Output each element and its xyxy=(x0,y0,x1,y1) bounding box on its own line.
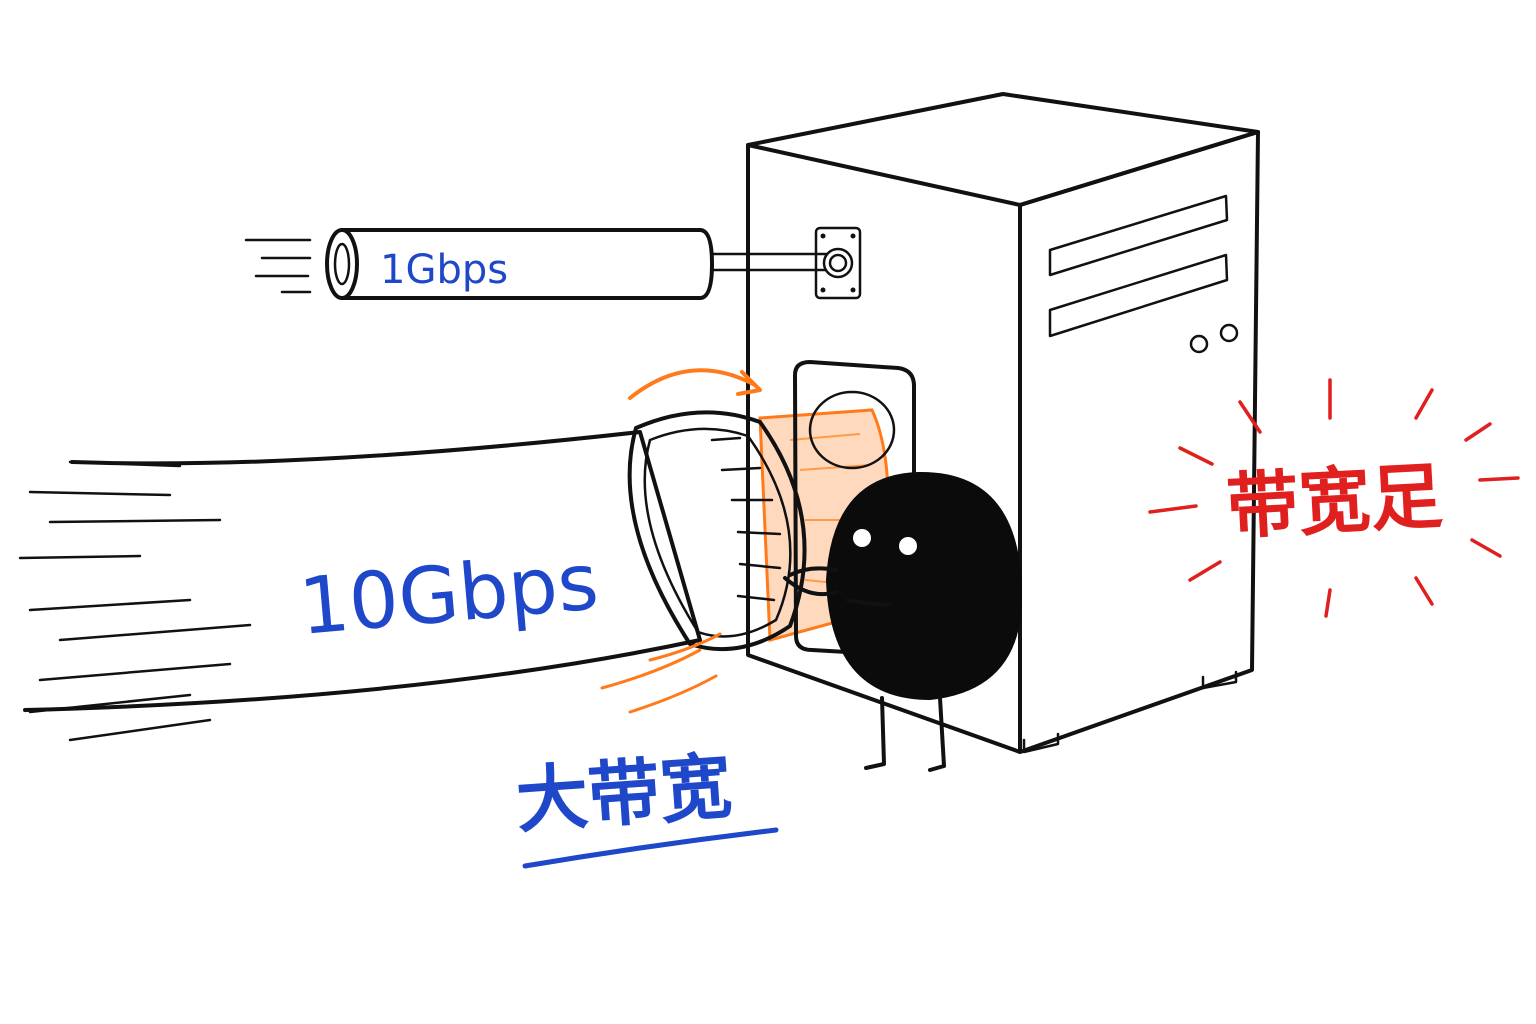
small-pipe: 1Gbps xyxy=(244,226,862,300)
small-port-socket xyxy=(814,226,862,300)
large-speed-line-5 xyxy=(28,598,192,612)
twist-motion-marks xyxy=(600,632,722,714)
large-speed-line-4 xyxy=(18,554,142,560)
blob-character xyxy=(783,471,1023,772)
drive-bay-bottom xyxy=(1048,253,1229,338)
server-foot-left xyxy=(1022,732,1060,754)
server-tower xyxy=(746,92,1260,754)
enough-bandwidth-label: 带宽足 xyxy=(1224,454,1444,549)
large-pipe: 10Gbps xyxy=(18,360,916,742)
character-eye-left xyxy=(853,529,871,547)
rotate-arrow-icon xyxy=(628,368,757,400)
pipe-coupling xyxy=(627,410,807,652)
large-speed-line-7 xyxy=(38,662,232,682)
large-speed-line-3 xyxy=(48,518,222,524)
burst: 带宽足 xyxy=(1148,378,1520,618)
character-eye-right xyxy=(899,537,917,555)
server-foot-right xyxy=(1201,670,1238,690)
reset-button-icon xyxy=(1219,323,1239,343)
large-speed-line-9 xyxy=(68,718,212,742)
power-button-icon xyxy=(1189,334,1209,354)
big-bandwidth-label: 大带宽 xyxy=(513,744,734,843)
small-pipe-label: 1Gbps xyxy=(380,247,508,293)
large-speed-line-2 xyxy=(28,490,172,497)
drive-bay-top xyxy=(1048,194,1229,277)
large-speed-line-6 xyxy=(58,623,252,642)
large-pipe-label: 10Gbps xyxy=(296,537,602,653)
big-bandwidth-underline xyxy=(522,827,779,869)
